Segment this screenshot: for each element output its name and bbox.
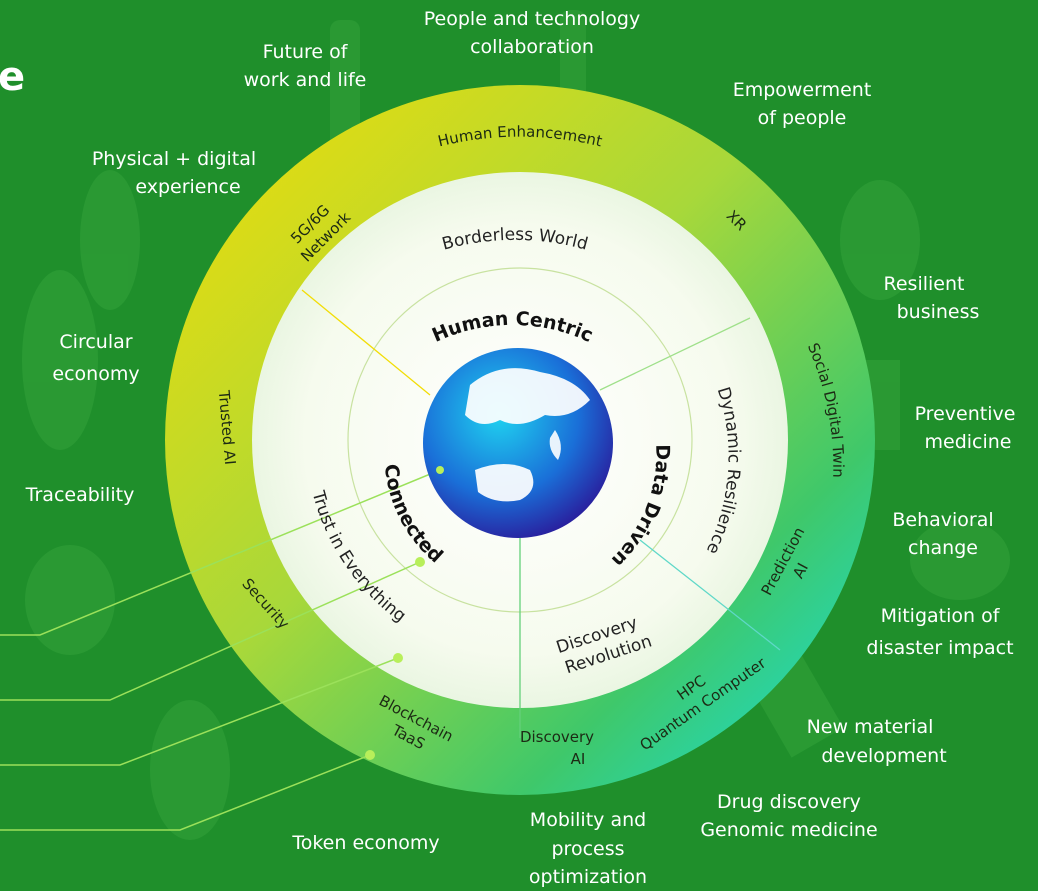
outer-physical-digital-line2: experience (135, 176, 240, 198)
sector-dividers (301, 289, 781, 738)
outer-mitigation-line1: Mitigation of (881, 605, 1001, 627)
outer-mobility-line2: process (551, 838, 624, 860)
outer-future-work-line1: Future of (263, 41, 349, 63)
outer-mitigation-line2: disaster impact (866, 637, 1013, 659)
ring-discovery-ai-line1: Discovery (520, 728, 594, 746)
globe-icon (423, 348, 613, 538)
outer-people-tech-line2: collaboration (470, 36, 594, 58)
outer-token-economy: Token economy (291, 832, 439, 854)
outer-circular-line1: Circular (59, 331, 132, 353)
outer-mobility-line3: optimization (529, 866, 647, 888)
outer-behavioral-line2: change (908, 537, 978, 559)
outer-physical-digital-line1: Physical + digital (92, 148, 256, 170)
outer-people-tech-line1: People and technology (424, 8, 640, 30)
outer-drug-line2: Genomic medicine (700, 819, 877, 841)
outer-new-material-line1: New material (807, 716, 934, 738)
outer-empowerment-line2: of people (758, 107, 847, 129)
outer-mobility-line1: Mobility and (530, 809, 646, 831)
outer-behavioral-line1: Behavioral (892, 509, 993, 531)
connector-lines (0, 469, 441, 831)
outer-traceability: Traceability (25, 484, 135, 506)
outer-preventive-line2: medicine (925, 431, 1012, 453)
ring-discovery-ai-line2: AI (571, 750, 586, 768)
outer-empowerment-line1: Empowerment (733, 79, 872, 101)
outer-resilient-line2: business (897, 301, 980, 323)
outer-circular-line2: economy (52, 363, 139, 385)
outer-preventive-line1: Preventive (915, 403, 1016, 425)
header-title-fragment: e (0, 54, 25, 100)
outer-drug-line1: Drug discovery (717, 791, 861, 813)
outer-future-work-line2: work and life (244, 69, 367, 91)
outer-resilient-line1: Resilient (884, 273, 965, 295)
outer-new-material-line2: development (821, 745, 946, 767)
